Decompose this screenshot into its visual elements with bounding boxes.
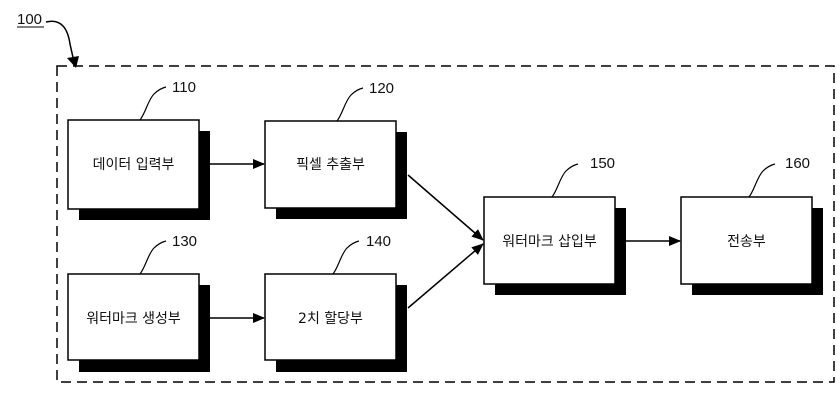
system-reference: 100 <box>17 11 79 68</box>
block-box <box>67 119 200 210</box>
leader-line <box>139 240 167 275</box>
block-pixel-extract: 픽셀 추출부 120 <box>264 80 407 219</box>
block-box <box>483 196 616 285</box>
system-leader-arrow <box>45 20 75 63</box>
block-box <box>264 120 397 209</box>
block-box <box>67 273 200 361</box>
block-ref: 130 <box>172 233 197 250</box>
arrow-140-to-150 <box>407 243 484 309</box>
block-box <box>264 273 397 361</box>
block-label: 2치 할당부 <box>298 311 363 327</box>
block-label: 워터마크 삽입부 <box>502 234 597 250</box>
arrow-120-to-150 <box>407 174 484 241</box>
block-watermark-insert: 워터마크 삽입부 150 <box>483 155 626 295</box>
block-box <box>680 196 813 285</box>
block-transmit: 전송부 160 <box>680 155 823 295</box>
block-label: 데이터 입력부 <box>93 157 175 173</box>
leader-line <box>332 240 360 275</box>
block-watermark-generate: 워터마크 생성부 130 <box>67 233 210 372</box>
system-boundary <box>56 65 835 383</box>
block-ref: 160 <box>785 155 810 172</box>
system-leader-arrowhead <box>67 56 79 68</box>
block-label: 픽셀 추출부 <box>296 157 365 173</box>
block-ref: 140 <box>366 233 391 250</box>
block-binary-assign: 2치 할당부 140 <box>264 233 407 372</box>
block-data-input: 데이터 입력부 110 <box>67 79 210 220</box>
system-ref-label: 100 <box>17 11 42 28</box>
leader-line <box>551 163 579 198</box>
block-label: 워터마크 생성부 <box>86 311 181 327</box>
block-ref: 120 <box>369 80 394 97</box>
leader-line <box>336 87 364 122</box>
leader-line <box>139 86 167 121</box>
leader-line <box>748 163 776 198</box>
block-label: 전송부 <box>727 234 766 250</box>
block-ref: 110 <box>172 79 196 96</box>
block-ref: 150 <box>590 155 615 172</box>
